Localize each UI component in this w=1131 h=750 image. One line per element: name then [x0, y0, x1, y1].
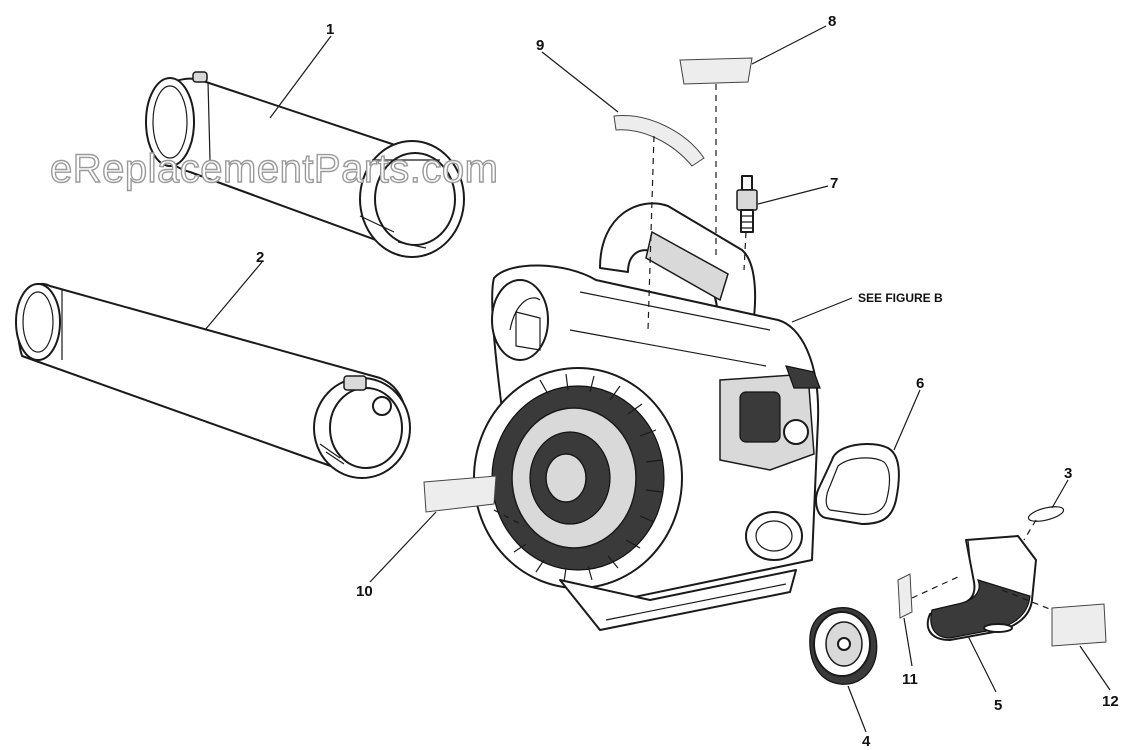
callout-1: 1 [326, 21, 334, 38]
blower-tube-lower [15, 282, 411, 479]
leader-lines [204, 25, 1111, 733]
label-8 [679, 57, 753, 85]
callout-2: 2 [256, 249, 264, 266]
callout-8: 8 [828, 13, 836, 30]
gasket [815, 443, 900, 525]
see-figure-note: SEE FIGURE B [858, 291, 943, 305]
callout-11: 11 [902, 671, 918, 688]
label-12 [1051, 603, 1107, 647]
callout-3: 3 [1064, 465, 1072, 482]
label-9 [613, 114, 705, 167]
callout-5: 5 [994, 697, 1002, 714]
fuel-cap [809, 607, 878, 685]
spark-plug [736, 175, 758, 233]
assembly-lines [493, 84, 1053, 611]
blower-body [473, 202, 821, 631]
label-10 [423, 475, 497, 513]
callout-9: 9 [536, 37, 544, 54]
callout-10: 10 [356, 583, 373, 600]
callout-12: 12 [1102, 693, 1119, 710]
callout-4: 4 [862, 733, 871, 750]
label-11 [897, 573, 913, 619]
callout-7: 7 [830, 175, 838, 192]
watermark: eReplacementParts.com [50, 147, 498, 191]
o-ring [1027, 506, 1065, 522]
muffler-cover [926, 535, 1037, 641]
callout-6: 6 [916, 375, 924, 392]
callout-numbers: 1 2 3 4 5 6 7 8 9 10 11 12 SEE FIGURE B [256, 13, 1119, 750]
blower-tube-upper [145, 71, 465, 258]
